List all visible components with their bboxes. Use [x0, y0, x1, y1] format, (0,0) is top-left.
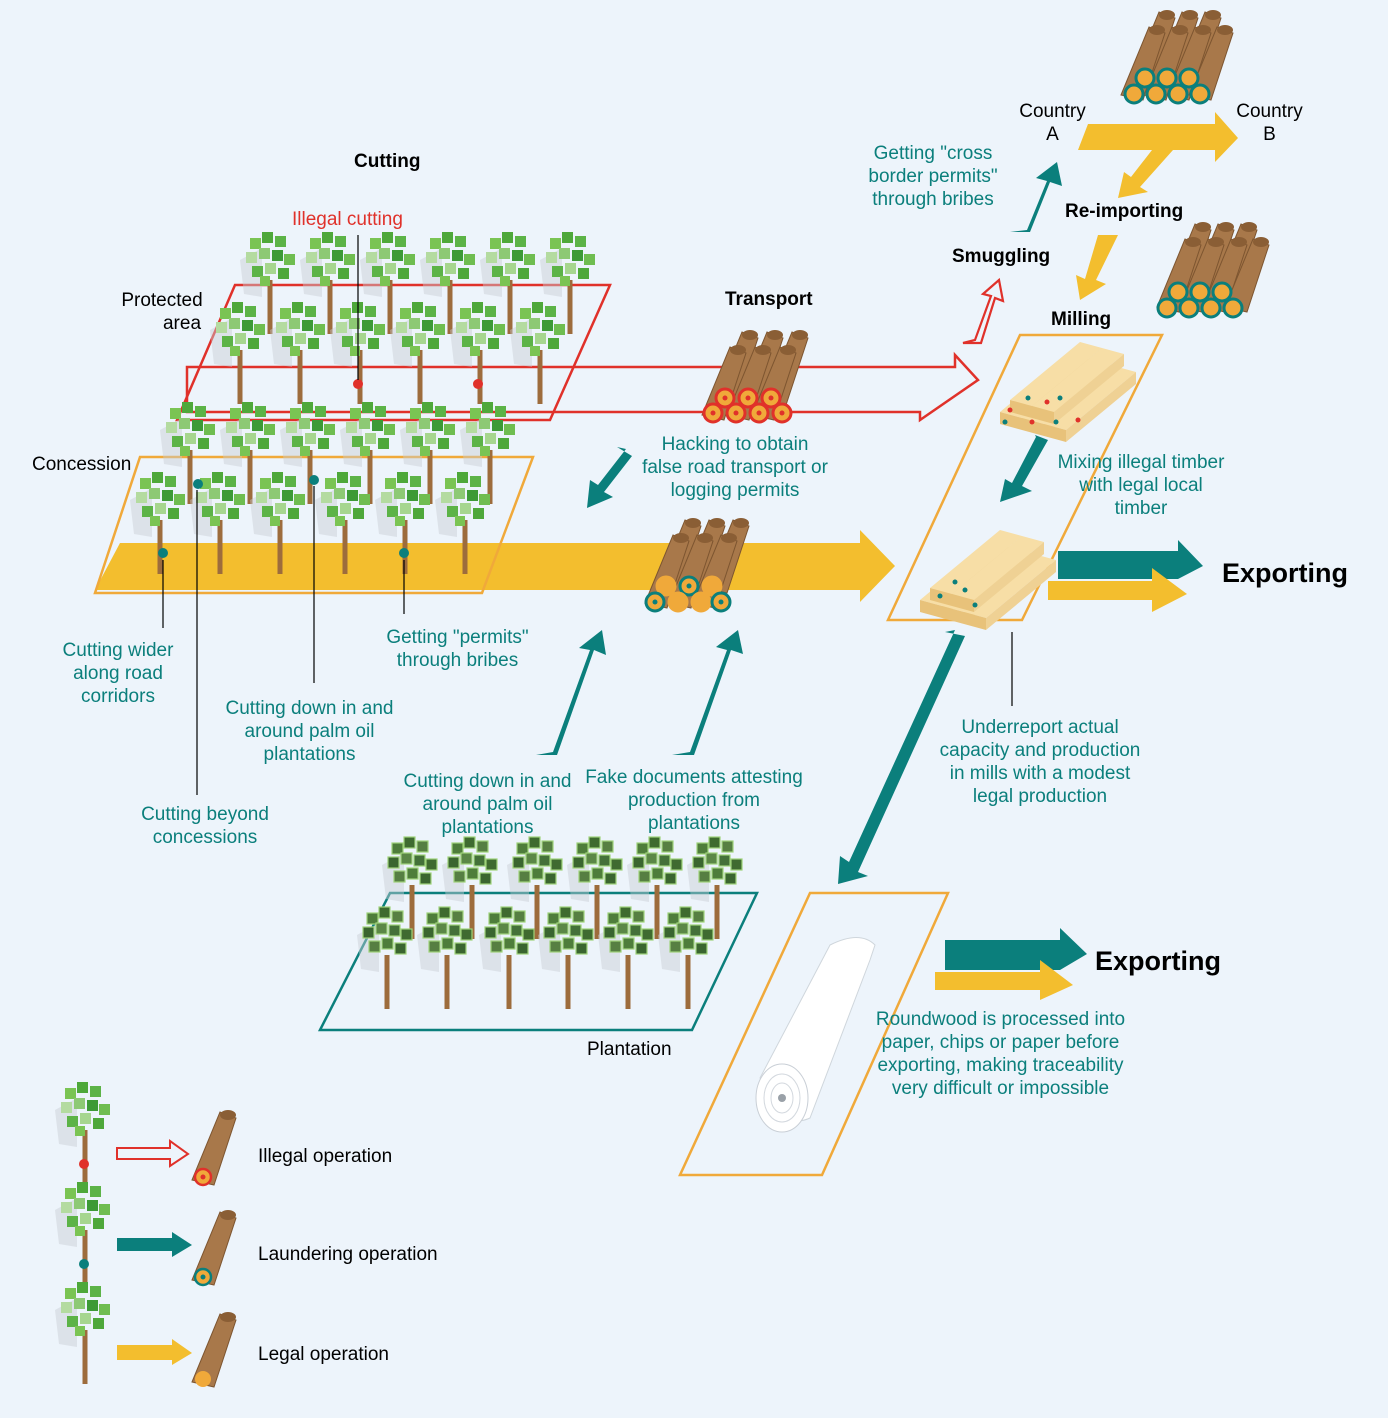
mixed-lumber-stack [1000, 342, 1136, 442]
paper-roll [755, 937, 876, 1133]
legend-legal-label: Legal operation [258, 1344, 389, 1365]
legend-laundering-label: Laundering operation [258, 1244, 438, 1265]
plantation-label: Plantation [587, 1039, 672, 1060]
illegal-marker [473, 379, 483, 389]
laundering-marker [399, 548, 409, 558]
reimport-arrows [1076, 112, 1238, 300]
legend-laundering [55, 1182, 237, 1287]
country-b-log-pile [1120, 9, 1234, 105]
stage-smuggling: Smuggling [952, 246, 1051, 267]
stage-reimporting: Re-importing [1065, 201, 1184, 222]
roundwood-note: Roundwood is processed into paper, chips… [875, 1009, 1126, 1099]
smuggling-arrow [962, 277, 1005, 345]
fake-documents-note: Fake documents attesting production from… [585, 767, 803, 834]
concession-frame [93, 455, 535, 595]
mixing-note: Mixing illegal timber with legal local t… [1057, 452, 1225, 519]
cutting-palm-concession-note: Cutting down in and around palm oil plan… [225, 698, 394, 765]
cutting-beyond-note: Cutting beyond concessions [141, 804, 269, 848]
underreport-note: Underreport actual capacity and producti… [939, 717, 1141, 807]
laundered-lumber-stack [920, 530, 1056, 630]
cutting-palm-plantation-note: Cutting down in and around palm oil plan… [403, 771, 572, 838]
stage-cutting: Cutting [354, 151, 421, 172]
legend-illegal [55, 1082, 237, 1187]
legend-illegal-label: Illegal operation [258, 1146, 393, 1167]
permits-bribes-note: Getting "permits" through bribes [386, 627, 529, 671]
milling-frame [886, 333, 1165, 622]
illegal-marker [353, 379, 363, 389]
concession-label: Concession [32, 454, 132, 475]
laundering-marker [193, 479, 203, 489]
cutting-wider-note: Cutting wider along road corridors [62, 640, 174, 707]
laundering-marker [309, 475, 319, 485]
illegal-cutting-label: Illegal cutting [292, 209, 403, 230]
stage-transport: Transport [725, 289, 813, 310]
country-b-label: Country B [1236, 101, 1303, 145]
mixed-log-pile [644, 517, 750, 613]
laundering-arrows [536, 162, 1062, 884]
paper-export-arrow [935, 928, 1087, 1000]
protected-area-label: Protected area [121, 290, 203, 334]
legend-legal [55, 1282, 237, 1388]
timber-export-arrow [1048, 540, 1203, 612]
hacking-note: Hacking to obtain false road transport o… [642, 434, 828, 501]
reimport-log-pile [1156, 221, 1270, 319]
illegal-log-pile [701, 329, 809, 424]
stage-exporting-paper: Exporting [1095, 946, 1221, 976]
country-a-label: Country A [1019, 101, 1086, 145]
paper-frame [678, 891, 950, 1177]
concession-leaders [162, 486, 405, 795]
stage-milling: Milling [1051, 309, 1112, 330]
cross-border-note: Getting "cross border permits" through b… [868, 143, 998, 210]
stage-exporting-timber: Exporting [1222, 558, 1348, 588]
laundering-marker [158, 548, 168, 558]
